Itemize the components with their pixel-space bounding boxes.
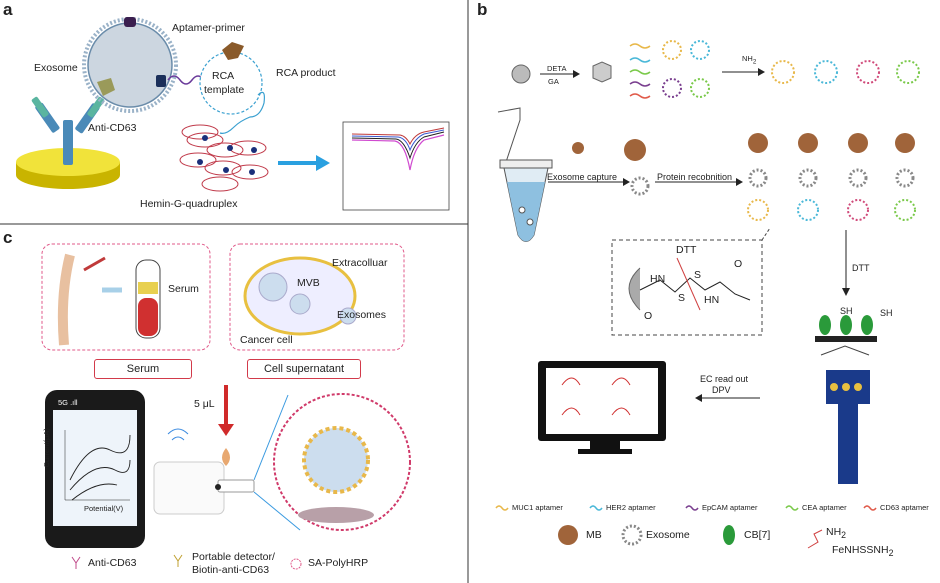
legend-swatch [685, 505, 699, 511]
label-ga: GA [548, 77, 559, 86]
aptamer-stars-2 [771, 60, 920, 84]
legend-exosome: Exosome [646, 529, 690, 541]
label-sh-2: SH [880, 308, 893, 318]
phone-status: 5G .ıll [58, 398, 78, 407]
label-hemin: Hemin-G-quadruplex [140, 198, 238, 210]
label-mvb: MVB [297, 277, 320, 289]
legend-swatch [495, 505, 509, 511]
label-deta: DETA [547, 64, 567, 73]
label-cancer-cell: Cancer cell [240, 334, 293, 346]
legend-sa-polyhrp: SA-PolyHRP [308, 557, 369, 569]
label-exosome: Exosome [34, 62, 78, 74]
label-protein-recognition: Protein recobnition [657, 172, 733, 182]
label-dtt-top: DTT [676, 244, 697, 256]
panel-c-art [41, 243, 411, 570]
panel-b-art [495, 40, 920, 549]
legend-aptamer-label: MUC1 aptamer [512, 503, 563, 512]
aptamer-stars [662, 40, 710, 98]
label-dpv: DPV [712, 385, 731, 395]
label-extracellular: Extracolluar [332, 257, 388, 269]
legend-anti-cd63: Anti-CD63 [88, 557, 137, 569]
legend-aptamer-label: HER2 aptamer [606, 503, 656, 512]
label-dtt-side: DTT [852, 263, 870, 273]
capture-columns [747, 133, 916, 221]
legend-aptamer-label: EpCAM aptamer [702, 503, 758, 512]
panel-a-art [16, 17, 450, 211]
legend-swatch [785, 505, 799, 511]
label-ec-read-out: EC read out [700, 374, 749, 384]
legend-detector-1: Portable detector/ [192, 551, 275, 563]
label-s-1: S [694, 269, 702, 281]
label-exosome-capture: Exosome capture [547, 172, 618, 182]
label-aptamer-primer: Aptamer-primer [172, 22, 245, 34]
label-sh-1: SH [840, 306, 853, 316]
label-rca-product: RCA product [276, 67, 336, 79]
label-rca-template-1: RCA [212, 70, 235, 82]
phone-x-axis: Potential(V) [84, 504, 124, 513]
label-o-2: O [734, 258, 743, 270]
label-nh2: NH2 [742, 54, 757, 66]
label-volume: 5 μL [194, 398, 215, 410]
panel-label-b: b [477, 0, 488, 19]
legend-swatch [863, 505, 877, 511]
legend-detector-2: Biotin-anti-CD63 [192, 564, 270, 576]
legend-aptamer-label: CEA aptamer [802, 503, 847, 512]
label-hn-2: HN [704, 294, 720, 306]
label-s-2: S [678, 292, 686, 304]
label-serum-tube: Serum [168, 283, 199, 295]
cell-supernatant-box: Cell supernatant [247, 359, 361, 379]
legend-fenh-nh2: NH2 [826, 526, 847, 541]
legend-mb: MB [586, 529, 602, 541]
electrode [815, 315, 877, 484]
panel-label-c: c [3, 228, 13, 247]
legend-cb7: CB[7] [744, 529, 771, 541]
label-anti-cd63: Anti-CD63 [88, 122, 137, 134]
legend-aptamer-label: CD63 aptamer [880, 503, 929, 512]
label-hn-1: HN [650, 273, 666, 285]
label-exosomes: Exosomes [337, 309, 387, 321]
panel-label-a: a [3, 0, 13, 19]
phone-y-axis: -Current(μA) [42, 428, 51, 470]
legend-swatches [495, 505, 877, 511]
serum-box: Serum [94, 359, 192, 379]
label-rca-template-2: template [204, 84, 245, 96]
legend-swatch [589, 505, 603, 511]
label-o-1: O [644, 310, 653, 322]
legend-fenh: FeNHSSNH2 [832, 544, 894, 559]
